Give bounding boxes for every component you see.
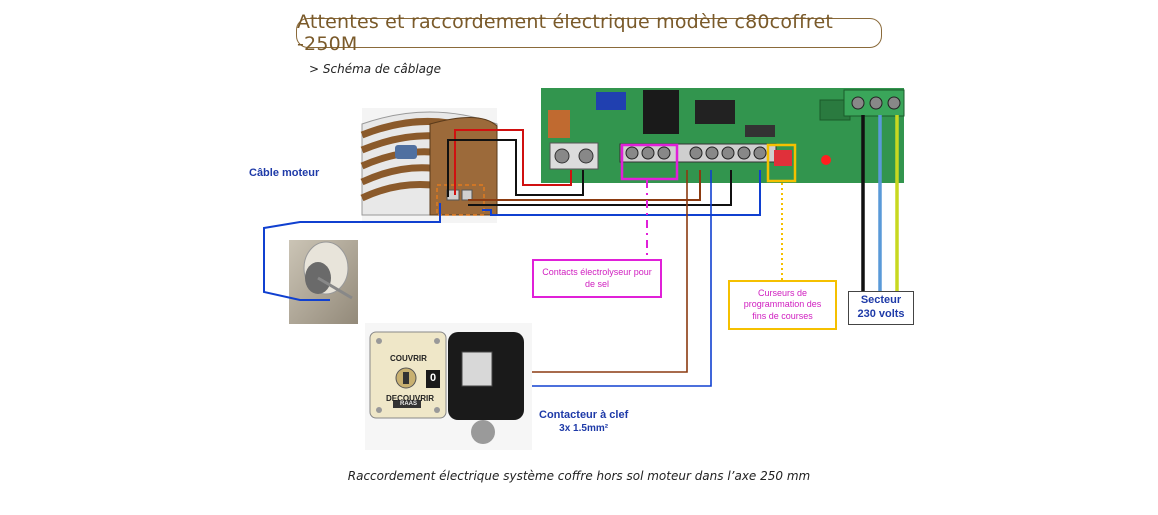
key-switch-photo — [365, 323, 532, 450]
mains-wires — [861, 115, 899, 292]
curseurs-line1: Curseurs de — [757, 288, 808, 299]
electrolyser-contacts-highlight — [620, 143, 679, 181]
cable-moteur-label: Câble moteur — [249, 167, 320, 179]
curseurs-line3: fins de courses — [752, 310, 813, 321]
diagram-subtitle: > Schéma de câblage — [309, 62, 441, 76]
motor-wires — [263, 129, 761, 301]
shutter-box-illustration — [360, 108, 498, 223]
key-couvrir-text: COUVRIR — [390, 354, 427, 363]
page-title: Attentes et raccordement électrique modè… — [297, 11, 834, 55]
electrolyser-contacts-label: Contacts électrolyseur pour de sel — [532, 259, 662, 298]
diagram-caption: Raccordement électrique système coffre h… — [347, 469, 811, 483]
secteur-line1: Secteur — [860, 294, 902, 307]
contacteur-line2: 3x 1.5mm² — [559, 423, 609, 435]
secteur-label: Secteur 230 volts — [848, 291, 914, 325]
key-decouvrir-text: DECOUVRIR — [386, 394, 435, 403]
key-brand-text: RAAS — [400, 401, 418, 407]
dip-switch-highlight — [766, 143, 797, 183]
contacts-line1: Contacts électrolyseur pour — [542, 267, 652, 278]
key-position-text: 0 — [430, 372, 437, 384]
dip-switch-label: Curseurs de programmation des fins de co… — [728, 280, 837, 330]
motor-photo — [289, 240, 358, 324]
contacteur-label: Contacteur à clef 3x 1.5mm² — [539, 408, 628, 435]
contacts-line2: de sel — [584, 278, 610, 289]
title-box: Attentes et raccordement électrique modè… — [296, 11, 882, 55]
curseurs-line2: programmation des — [743, 299, 822, 310]
contacteur-line1: Contacteur à clef — [539, 409, 629, 421]
secteur-line2: 230 volts — [857, 308, 905, 320]
pcb-board — [541, 88, 905, 183]
connection-box-outline — [436, 184, 485, 216]
